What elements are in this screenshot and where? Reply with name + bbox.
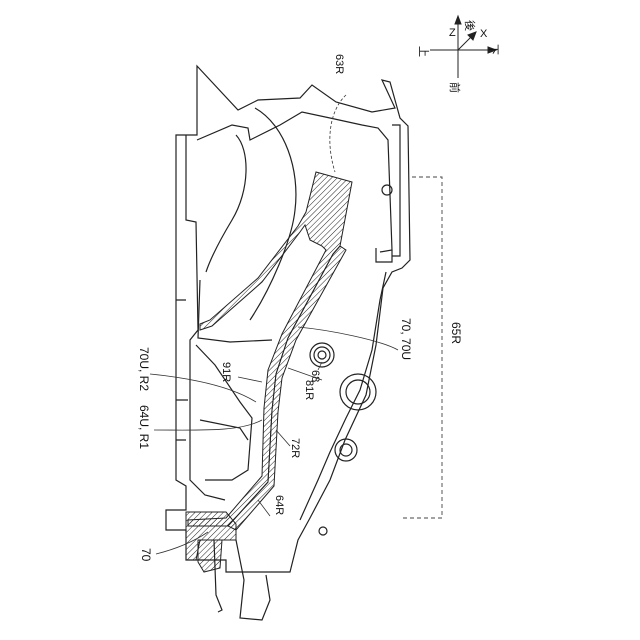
leader-63r	[330, 95, 346, 172]
port-68-inner	[314, 347, 330, 363]
port-large	[340, 374, 376, 410]
axis-up-label: 上	[417, 46, 430, 57]
axis-x-label: X	[480, 28, 488, 40]
port-small	[335, 439, 357, 461]
label-70u-r2: 70U, R2	[137, 347, 151, 391]
port-68-core	[318, 351, 326, 359]
rear-bracket	[392, 125, 400, 256]
leader-70u-r2	[150, 374, 256, 402]
axis-z-label: Z	[449, 27, 456, 39]
leader-64r	[258, 500, 270, 516]
leader-72r	[276, 430, 290, 446]
axis-indicator	[430, 16, 496, 78]
label-63r: 63R	[333, 54, 345, 74]
duct-70	[188, 172, 352, 530]
label-81r: 81R	[303, 380, 315, 400]
axis-z-arrow	[458, 36, 472, 50]
base-block-2	[198, 540, 222, 572]
port-top	[382, 185, 392, 195]
label-70: 70	[139, 548, 153, 562]
label-64u-r1: 64U, R1	[137, 405, 151, 449]
axis-rear-label: 後	[463, 20, 477, 31]
port-front	[319, 527, 327, 535]
upper-duct-curve-2	[206, 135, 246, 272]
arrow-rear-icon	[455, 16, 461, 24]
base-part-64	[186, 512, 236, 572]
axis-down-label: 下	[487, 44, 499, 55]
label-72r: 72R	[289, 438, 301, 458]
upper-duct-curve	[250, 108, 296, 320]
label-70-70u: 70, 70U	[399, 318, 413, 360]
upper-lid	[198, 280, 272, 342]
label-64r: 64R	[273, 495, 285, 515]
axis-front-label: 前	[448, 82, 462, 93]
outer-cover	[166, 66, 410, 572]
label-65r: 65R	[449, 322, 463, 344]
front-bracket	[236, 540, 270, 620]
label-91r: 91R	[220, 362, 232, 382]
leader-91r	[238, 377, 262, 382]
side-rail	[176, 300, 188, 440]
